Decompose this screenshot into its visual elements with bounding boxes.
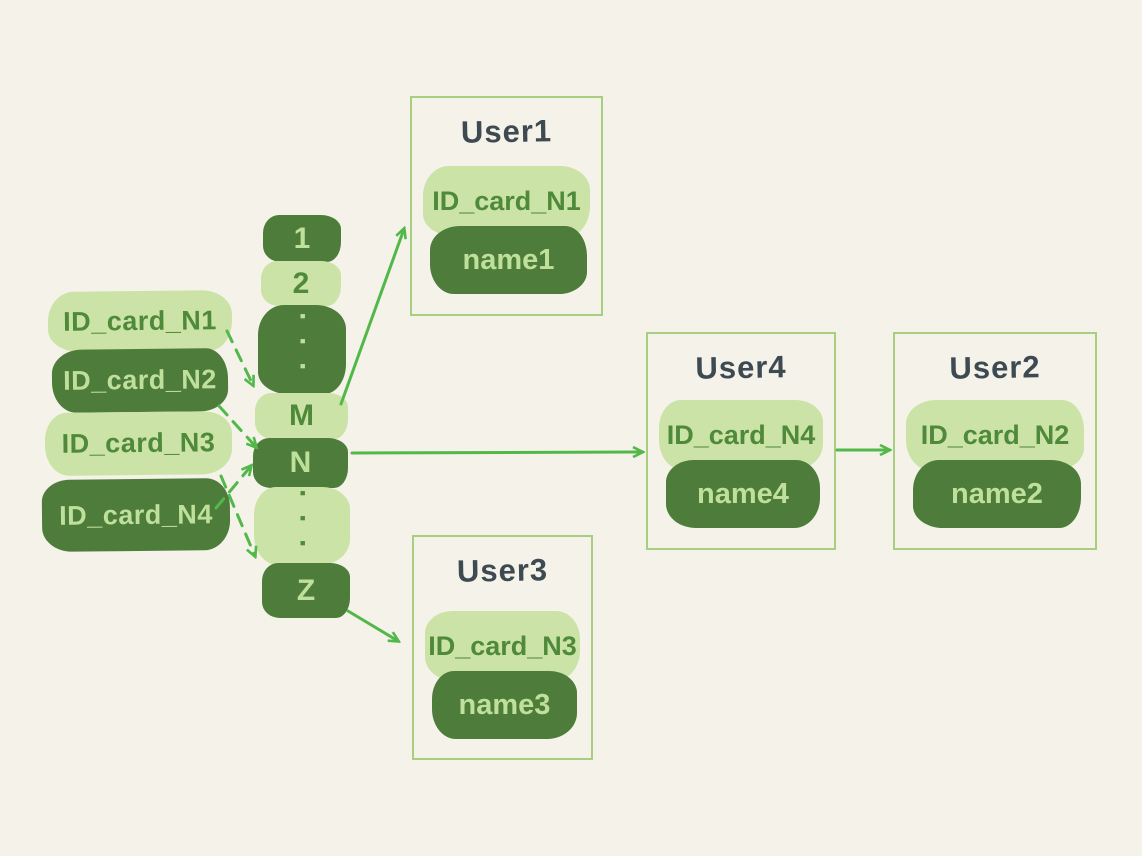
user3-title: User3	[456, 552, 549, 589]
card-id-card-n1-label: ID_card_N1	[63, 304, 217, 337]
edge-bucket-n-to-user4	[350, 452, 642, 453]
edge-bucket-z-to-user3	[346, 609, 398, 641]
user2-pill-stack: ID_card_N2 name2	[906, 400, 1084, 528]
user2-title: User2	[949, 349, 1041, 386]
user1-idcard-label: ID_card_N1	[432, 185, 581, 216]
card-id-card-n4-label: ID_card_N4	[59, 498, 213, 531]
user3-name-pill: name3	[432, 671, 577, 739]
user1-name-label: name1	[462, 243, 555, 276]
edge-idcard-n1-to-bucket-m	[225, 329, 253, 385]
bucket-1-label: 1	[293, 221, 311, 255]
card-id-card-n2-label: ID_card_N2	[63, 364, 217, 396]
user2-idcard-label: ID_card_N2	[920, 419, 1070, 450]
card-id-card-n4: ID_card_N4	[41, 478, 231, 552]
user4-idcard-pill: ID_card_N4	[659, 400, 823, 470]
bucket-dots-lower: ···	[254, 487, 350, 565]
user4-name-pill: name4	[666, 460, 820, 528]
user1-title: User1	[460, 113, 553, 150]
user2-name-label: name2	[951, 477, 1043, 510]
bucket-dots-upper-label: ···	[286, 312, 319, 387]
user2-idcard-pill: ID_card_N2	[906, 400, 1084, 470]
user3-pill-stack: ID_card_N3 name3	[425, 611, 580, 739]
user4-title: User4	[695, 349, 787, 386]
user4-name-label: name4	[697, 477, 789, 510]
bucket-2: 2	[261, 261, 341, 306]
bucket-dots-upper: ···	[258, 305, 346, 394]
bucket-z-label: Z	[296, 573, 316, 607]
bucket-n-label: N	[289, 446, 312, 479]
user4-pill-stack: ID_card_N4 name4	[659, 400, 823, 528]
user1-idcard-pill: ID_card_N1	[423, 166, 590, 236]
user2-box: User2 ID_card_N2 name2	[893, 332, 1097, 550]
user4-idcard-label: ID_card_N4	[666, 419, 816, 450]
edge-bucket-m-to-user1	[339, 229, 404, 406]
user1-name-pill: name1	[430, 226, 587, 294]
user2-name-pill: name2	[913, 460, 1081, 528]
bucket-1: 1	[263, 215, 341, 262]
user3-idcard-pill: ID_card_N3	[425, 611, 580, 681]
user1-pill-stack: ID_card_N1 name1	[423, 166, 590, 294]
card-id-card-n3: ID_card_N3	[44, 411, 233, 476]
bucket-n: N	[253, 438, 348, 488]
card-id-card-n2: ID_card_N2	[51, 348, 229, 413]
card-id-card-n1: ID_card_N1	[47, 290, 233, 352]
user1-box: User1 ID_card_N1 name1	[410, 96, 603, 316]
bucket-m-label: M	[289, 399, 314, 432]
bucket-2-label: 2	[292, 266, 310, 300]
bucket-m: M	[255, 393, 348, 439]
user3-box: User3 ID_card_N3 name3	[412, 535, 593, 760]
user3-idcard-label: ID_card_N3	[428, 630, 577, 661]
card-id-card-n3-label: ID_card_N3	[61, 427, 216, 459]
user4-box: User4 ID_card_N4 name4	[646, 332, 836, 550]
bucket-z: Z	[262, 563, 350, 618]
bucket-dots-lower-label: ···	[286, 488, 319, 564]
user3-name-label: name3	[458, 688, 551, 721]
